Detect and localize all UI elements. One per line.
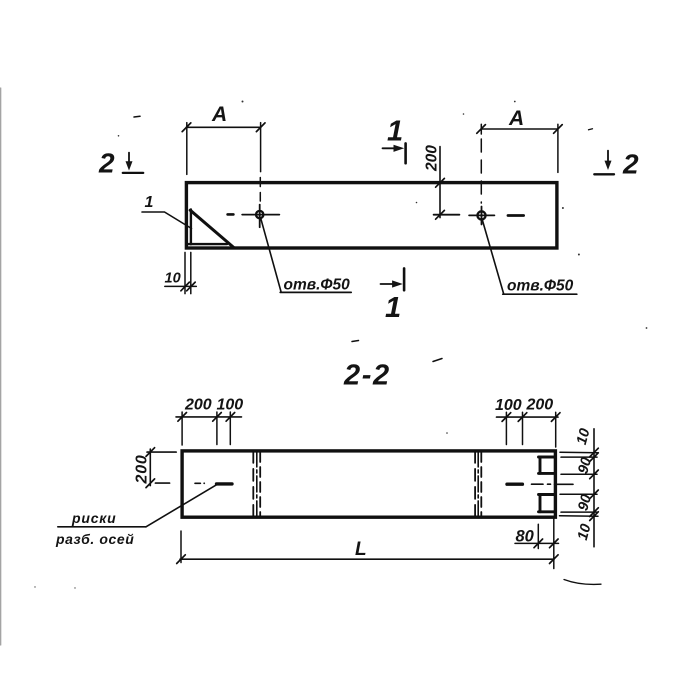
svg-text:10: 10 [574,427,594,447]
svg-text:отв.Ф50: отв.Ф50 [507,278,574,295]
svg-text:2: 2 [98,148,115,179]
svg-text:разб. осей: разб. осей [55,531,134,547]
svg-text:10: 10 [165,271,181,287]
svg-text:90: 90 [575,456,595,476]
svg-text:100: 100 [495,397,522,414]
svg-text:200: 200 [184,397,212,414]
svg-text:200: 200 [134,454,151,484]
svg-text:A: A [508,107,524,130]
svg-text:10: 10 [575,522,595,542]
svg-text:A: A [211,103,227,126]
svg-text:1: 1 [385,292,401,324]
svg-text:80: 80 [516,528,535,546]
svg-text:100: 100 [217,397,244,414]
svg-text:200: 200 [424,145,441,172]
svg-text:L: L [355,539,367,560]
svg-text:риски: риски [71,510,117,526]
svg-text:1: 1 [145,194,154,211]
svg-text:2-2: 2-2 [343,360,391,392]
svg-text:90: 90 [575,493,595,513]
svg-text:2: 2 [622,149,639,180]
svg-text:1: 1 [387,116,403,148]
svg-text:отв.Ф50: отв.Ф50 [284,277,351,294]
svg-text:200: 200 [526,397,554,414]
